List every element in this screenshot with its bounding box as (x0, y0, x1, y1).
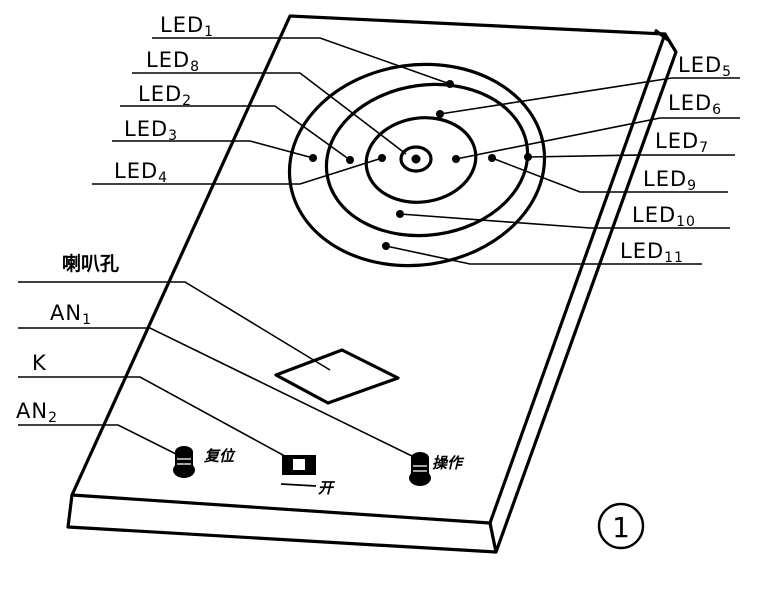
label-operate: 操作 (432, 454, 465, 472)
label-led7: LED7 (655, 129, 709, 156)
power-switch-k[interactable] (280, 455, 317, 487)
callout-labels: LED1 LED8 LED2 LED3 LED4 LED5 LED6 LED7 … (16, 13, 732, 497)
reset-button-an2[interactable] (173, 446, 195, 478)
operate-button-an1[interactable] (409, 452, 431, 486)
label-led10: LED10 (632, 203, 696, 230)
front-face (66, 494, 497, 554)
led-ring-array (287, 62, 547, 268)
label-led2: LED2 (138, 82, 192, 109)
right-side-face (488, 33, 678, 554)
label-led4: LED4 (114, 159, 168, 186)
middle-ring (324, 82, 530, 238)
figure-number: 1 (597, 502, 645, 550)
label-led3: LED3 (124, 117, 178, 144)
label-an1: AN1 (50, 301, 92, 328)
leader-lines (18, 37, 740, 461)
center-ring (399, 145, 433, 173)
corner-chamfer (654, 28, 669, 42)
label-led5: LED5 (678, 53, 732, 80)
outer-ring (287, 62, 547, 268)
speaker-hole (274, 348, 400, 405)
label-k: K (32, 351, 47, 375)
label-speaker-hole: 喇叭孔 (62, 253, 119, 275)
device-body (66, 14, 678, 554)
label-led6: LED6 (668, 91, 722, 118)
label-led8: LED8 (146, 48, 200, 75)
label-led9: LED9 (643, 167, 697, 194)
figure-number-text: 1 (612, 511, 630, 544)
center-dot (411, 154, 421, 164)
label-led11: LED11 (620, 239, 684, 266)
label-switch-on: 开 (318, 479, 336, 497)
label-reset: 复位 (204, 447, 236, 465)
label-led1: LED1 (160, 13, 214, 40)
inner-ring (364, 116, 478, 204)
label-an2: AN2 (16, 399, 58, 426)
